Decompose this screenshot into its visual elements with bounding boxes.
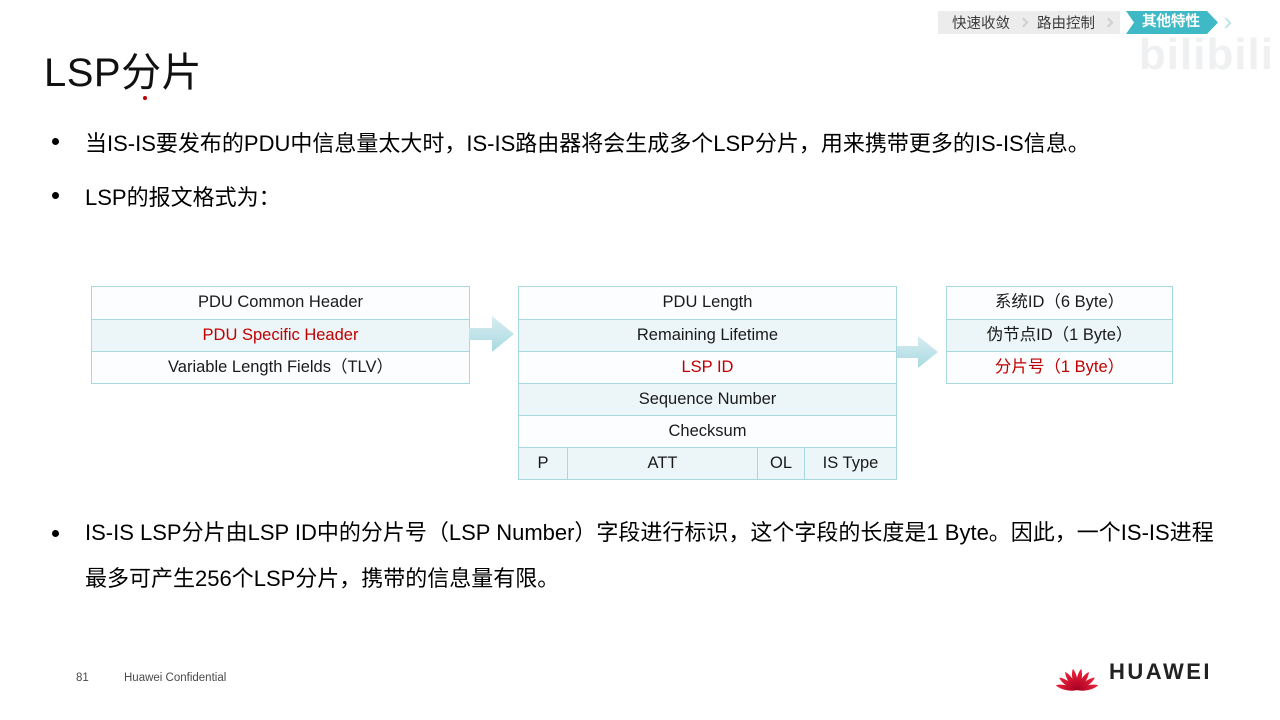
chevron-right-icon xyxy=(1018,17,1029,28)
table-row: Variable Length Fields（TLV） xyxy=(92,351,469,383)
huawei-logo: HUAWEI xyxy=(1054,652,1212,692)
lsp-packet-format-diagram: PDU Common Header PDU Specific Header Va… xyxy=(91,286,1173,480)
page-number: 81 xyxy=(76,672,89,684)
table-row-flags: P ATT OL IS Type xyxy=(519,447,896,479)
huawei-flower-icon xyxy=(1055,668,1099,691)
flag-cell: ATT xyxy=(567,448,757,479)
bullet-text: 当IS-IS要发布的PDU中信息量太大时，IS-IS路由器将会生成多个LSP分片… xyxy=(85,131,1090,156)
table-row-highlighted: 分片号（1 Byte） xyxy=(947,351,1172,383)
pdu-structure-table: PDU Common Header PDU Specific Header Va… xyxy=(91,286,470,384)
tab-fast-convergence[interactable]: 快速收敛 xyxy=(952,16,1010,32)
flag-cell: IS Type xyxy=(804,448,896,479)
bullet-dot-icon xyxy=(52,192,59,199)
table-row: 系统ID（6 Byte） xyxy=(947,287,1172,319)
table-row-highlighted: PDU Specific Header xyxy=(92,319,469,351)
table-row: 伪节点ID（1 Byte） xyxy=(947,319,1172,351)
flag-cell: P xyxy=(519,448,567,479)
red-dot xyxy=(143,96,147,100)
bullet-item: LSP的报文格式为： xyxy=(52,182,952,214)
table-row: Remaining Lifetime xyxy=(519,319,896,351)
bullet-text: LSP的报文格式为： xyxy=(85,185,281,210)
flag-cell: OL xyxy=(757,448,804,479)
page-title: LSP分片 xyxy=(44,51,203,95)
bullet-item: 当IS-IS要发布的PDU中信息量太大时，IS-IS路由器将会生成多个LSP分片… xyxy=(52,128,1257,160)
confidential-label: Huawei Confidential xyxy=(124,672,227,684)
chevron-right-icon xyxy=(1220,16,1232,29)
table-row: PDU Length xyxy=(519,287,896,319)
tab-route-control[interactable]: 路由控制 xyxy=(1037,16,1095,32)
lsp-header-table: PDU Length Remaining Lifetime LSP ID Seq… xyxy=(518,286,897,480)
arrow-right-icon xyxy=(469,312,515,361)
table-row: Checksum xyxy=(519,415,896,447)
table-row: Sequence Number xyxy=(519,383,896,415)
arrow-right-icon xyxy=(897,332,939,377)
tab-group-inactive: 快速收敛 路由控制 xyxy=(938,11,1120,34)
table-row-highlighted: LSP ID xyxy=(519,351,896,383)
bullet-text: IS-IS LSP分片由LSP ID中的分片号（LSP Number）字段进行标… xyxy=(85,520,1214,591)
breadcrumb-tabbar: 快速收敛 路由控制 其他特性 xyxy=(938,11,1232,34)
chevron-right-icon xyxy=(1103,17,1114,28)
lsp-id-structure-table: 系统ID（6 Byte） 伪节点ID（1 Byte） 分片号（1 Byte） xyxy=(946,286,1173,384)
bullet-dot-icon xyxy=(52,138,59,145)
huawei-wordmark: HUAWEI xyxy=(1109,659,1212,684)
bilibili-watermark: bilibili xyxy=(1138,30,1274,79)
bullet-item: IS-IS LSP分片由LSP ID中的分片号（LSP Number）字段进行标… xyxy=(52,510,1227,602)
tab-other-features-active[interactable]: 其他特性 xyxy=(1126,11,1218,34)
table-row: PDU Common Header xyxy=(92,287,469,319)
bullet-dot-icon xyxy=(52,530,59,537)
